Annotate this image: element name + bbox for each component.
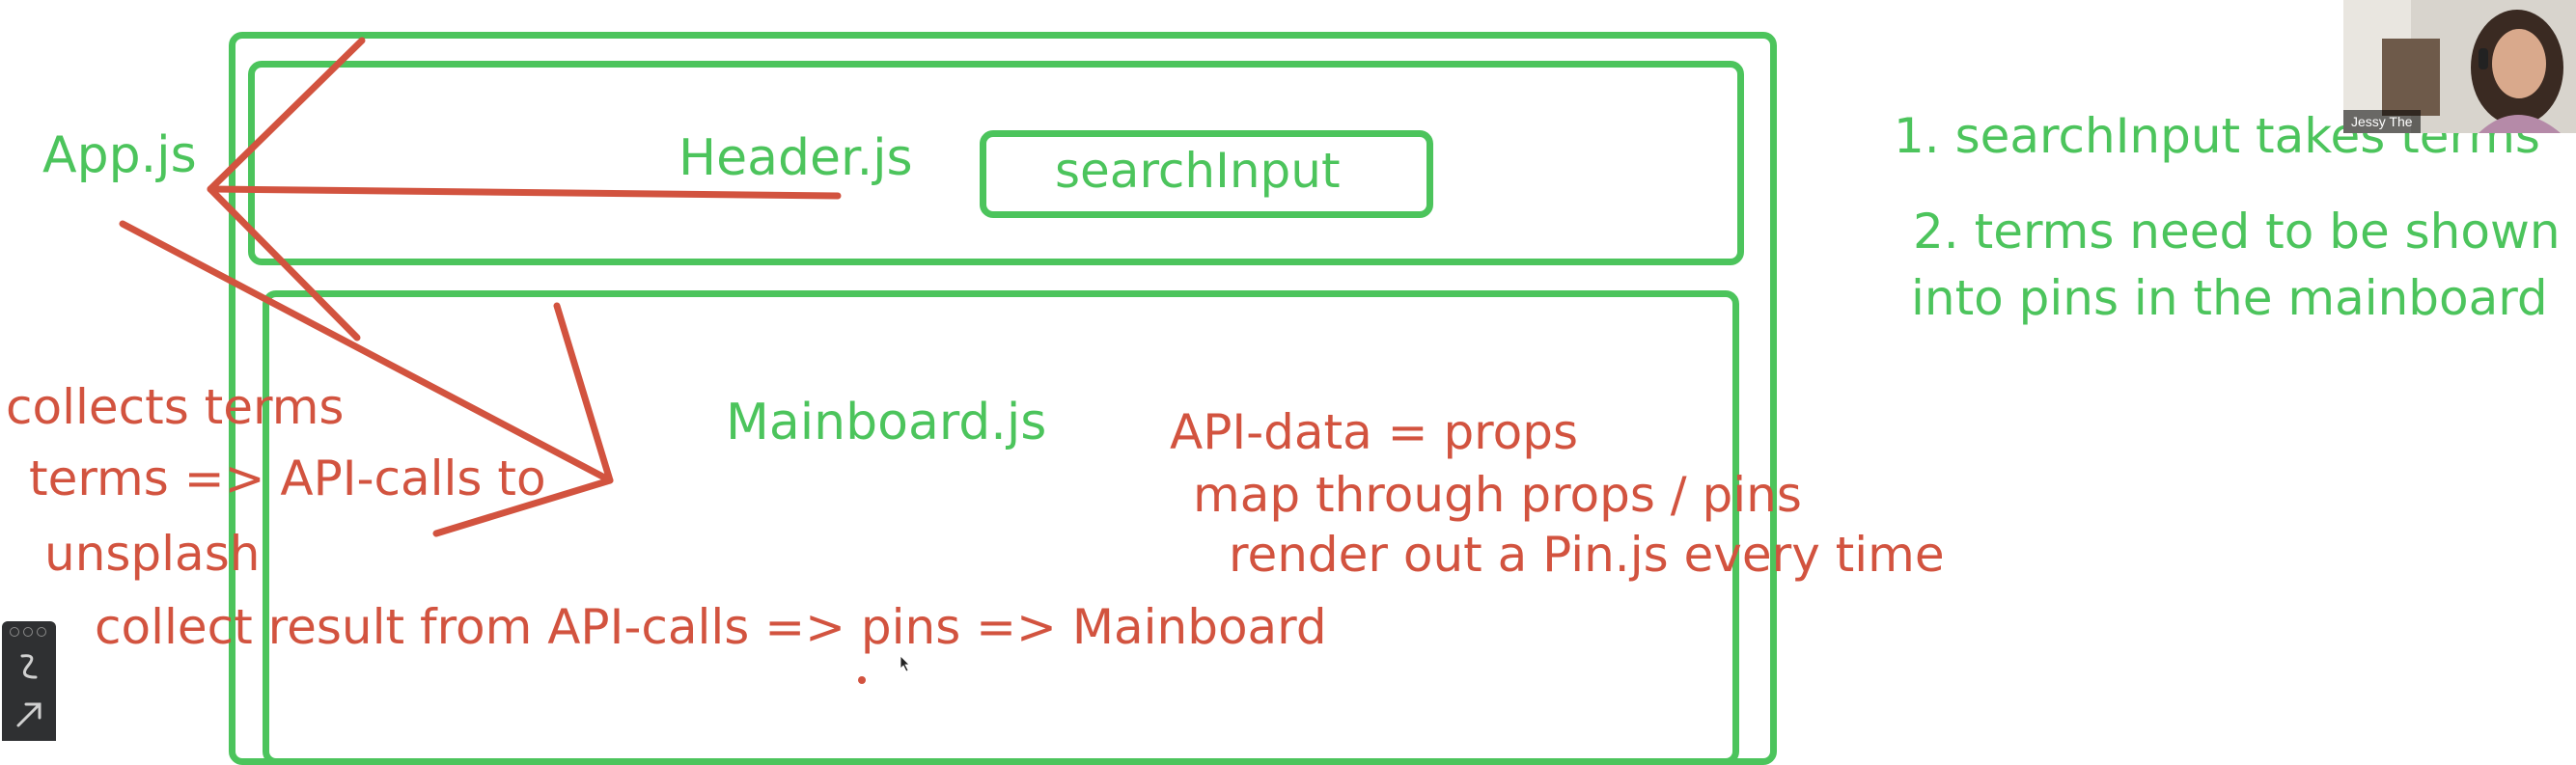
toolbar-dot-icon — [23, 627, 33, 637]
note-terms-api-calls: terms => API-calls to — [29, 451, 546, 506]
note-step-2-line-2: into pins in the mainboard — [1911, 270, 2548, 326]
note-render-out: render out a Pin.js every time — [1229, 527, 1945, 583]
pen-icon[interactable] — [11, 650, 49, 683]
note-api-data-props: API-data = props — [1170, 404, 1579, 460]
drawing-toolbar — [2, 621, 56, 741]
mouse-cursor-icon — [900, 655, 910, 672]
note-collect-result: collect result from API-calls => pins =>… — [95, 599, 1327, 655]
app-js-label: App.js — [42, 126, 197, 184]
search-input-box — [980, 130, 1433, 218]
webcam-video-tile: Jessy The — [2343, 0, 2576, 133]
note-unsplash: unsplash — [44, 526, 261, 582]
note-step-2-line-1: 2. terms need to be shown — [1913, 204, 2561, 260]
toolbar-status-dots — [10, 627, 46, 637]
note-map-through: map through props / pins — [1193, 467, 1802, 523]
mainboard-js-label: Mainboard.js — [726, 394, 1047, 451]
header-js-label: Header.js — [679, 129, 913, 187]
cursor-dot — [858, 676, 866, 684]
app-to-mainboard-arrow-shaft — [119, 220, 614, 484]
search-input-label: searchInput — [1055, 143, 1341, 199]
header-box — [248, 61, 1744, 265]
toolbar-dot-icon — [10, 627, 19, 637]
webcam-participant-name: Jessy The — [2343, 110, 2421, 133]
arrows-drawing — [119, 37, 910, 684]
app-to-mainboard-arrowhead — [432, 302, 614, 537]
header-to-app-arrow-shaft — [207, 185, 842, 200]
toolbar-dot-icon — [37, 627, 46, 637]
note-collects-terms: collects terms — [6, 379, 345, 435]
arrow-icon[interactable] — [11, 695, 49, 733]
